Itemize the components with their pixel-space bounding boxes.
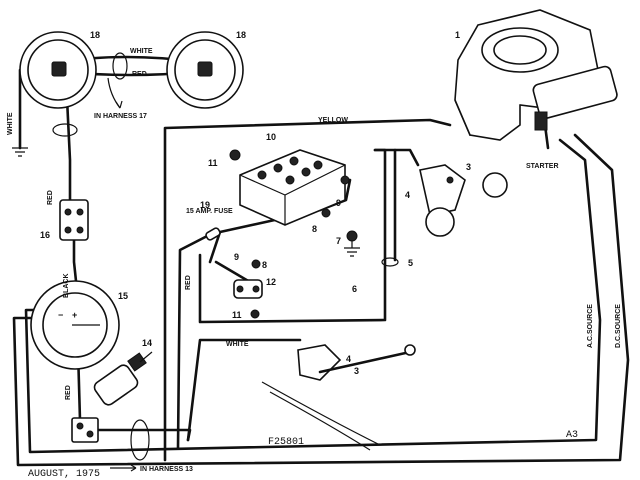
headlight-left: [19, 31, 97, 109]
callout-11-top: 11: [208, 158, 218, 168]
callout-4-upper: 4: [405, 190, 410, 200]
ground-symbol-left: [12, 147, 28, 157]
label-white-top: WHITE: [130, 48, 153, 55]
engine-1: [454, 9, 618, 141]
label-in-harness-17: IN HARNESS 17: [94, 113, 147, 120]
bolt-8-mid: [251, 259, 261, 269]
callout-12: 12: [266, 277, 276, 287]
label-white-bottom: WHITE: [226, 341, 249, 348]
terminal-block-bottom: [71, 417, 99, 443]
harness-13-loop: [130, 419, 150, 461]
callout-9-mid: 9: [234, 252, 239, 262]
fuse-19: [205, 227, 221, 241]
harness-17-loop-left: [52, 123, 78, 137]
label-red-left: RED: [47, 190, 54, 205]
ignition-switch-14: [93, 351, 153, 406]
label-red-top: RED: [132, 71, 147, 78]
headlight-right: [166, 31, 244, 109]
callout-16: 16: [40, 230, 50, 240]
callout-18-right: 18: [236, 30, 246, 40]
label-fuse: 15 AMP. FUSE: [186, 208, 233, 215]
callout-5: 5: [408, 258, 413, 268]
red-wire-mid: [176, 230, 217, 450]
callout-11-bottom: 11: [232, 310, 242, 320]
label-yellow: YELLOW: [318, 117, 348, 124]
label-dc-source: D.C.SOURCE: [615, 304, 622, 348]
callout-4-lower: 4: [346, 354, 351, 364]
dc-source-wire: [12, 133, 630, 467]
drawing-number: F25801: [268, 437, 304, 448]
label-red-bottom: RED: [65, 385, 72, 400]
callout-1: 1: [455, 30, 460, 40]
callout-8-top: 8: [312, 224, 317, 234]
callout-3-upper: 3: [466, 162, 471, 172]
date-stamp: AUGUST, 1975: [28, 469, 100, 480]
label-ac-source: A.C.SOURCE: [587, 304, 594, 348]
label-white-left: WHITE: [7, 112, 14, 135]
bolt-7: [346, 230, 358, 242]
label-black: BLACK: [63, 274, 70, 299]
solenoid-12: [233, 279, 263, 299]
callout-8-mid: 8: [262, 260, 267, 270]
callout-19: 19: [200, 200, 210, 210]
harness-17-arrow-head: [115, 100, 123, 109]
callout-10: 10: [266, 132, 276, 142]
bolt-11-bottom: [250, 309, 260, 319]
ammeter-minus-symbol: −: [58, 310, 63, 320]
callout-9-top: 9: [336, 198, 341, 208]
callout-6: 6: [352, 284, 357, 294]
sheet-id: A3: [566, 430, 578, 441]
callout-18-left: 18: [90, 30, 100, 40]
ammeter-15: − +: [30, 280, 120, 370]
bolt-8-top: [321, 208, 331, 218]
harness-17-loop-top: [112, 52, 128, 80]
harness-17-arrow: [107, 77, 121, 109]
label-starter: STARTER: [526, 163, 559, 170]
wire-5-loop: [381, 257, 399, 267]
callout-14: 14: [142, 338, 152, 348]
switch-assembly-lower: [261, 344, 416, 451]
cable-9-to-solenoid: [214, 260, 252, 284]
connector-16: [59, 199, 89, 241]
label-red-mid: RED: [185, 275, 192, 290]
harness-13-arrow: [110, 464, 137, 472]
yellow-wire: [163, 118, 452, 462]
label-in-harness-13: IN HARNESS 13: [140, 466, 193, 473]
ammeter-plus-symbol: +: [72, 310, 77, 320]
switch-assembly-upper: [419, 164, 508, 237]
wire-6-top: [373, 148, 420, 167]
callout-3-lower: 3: [354, 366, 359, 376]
callout-7: 7: [336, 236, 341, 246]
battery-terminal: [340, 175, 350, 185]
ground-symbol-battery: [344, 247, 360, 257]
battery-10: [239, 149, 346, 226]
white-wire-bottom: [186, 338, 302, 442]
wiring-harness: [12, 55, 630, 467]
callout-15: 15: [118, 291, 128, 301]
ac-source-wire: [24, 138, 602, 454]
bolt-11-top: [229, 149, 241, 161]
